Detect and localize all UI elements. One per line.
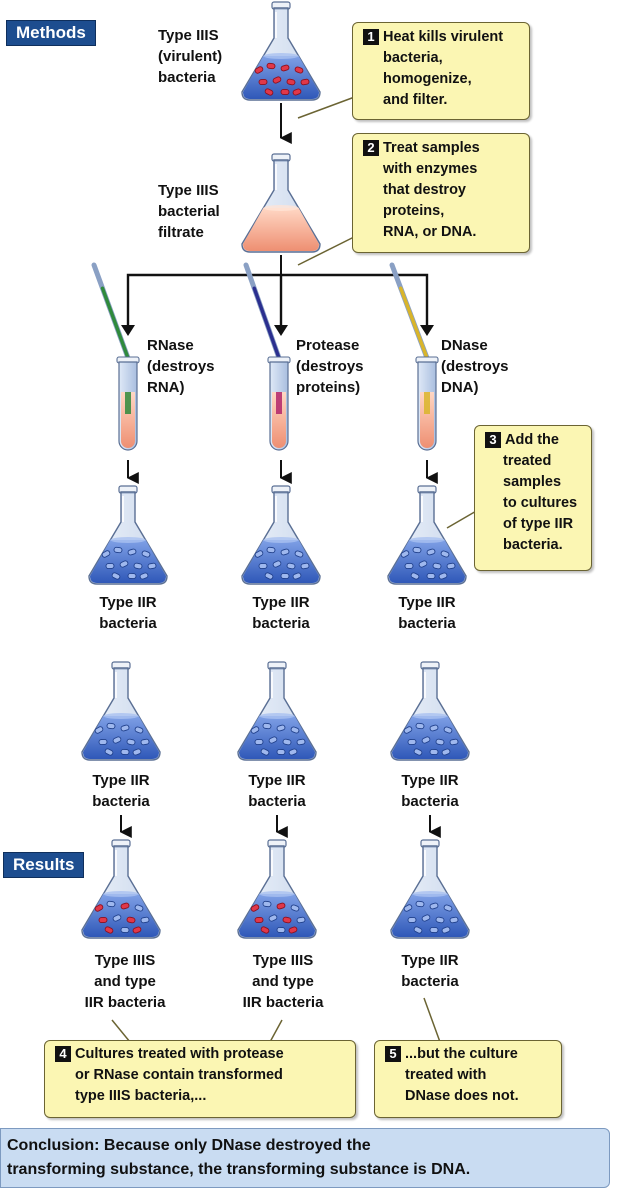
flask-row3-3 <box>390 839 470 939</box>
pipette-rnase <box>91 262 131 361</box>
note4-pointer-right <box>255 1019 283 1043</box>
split-arrow-heads <box>121 325 434 336</box>
note4-pointer-left <box>111 1019 148 1043</box>
flask-row1-3 <box>387 485 467 585</box>
conclusion-line-2: transforming substance, the transforming… <box>7 1161 471 1178</box>
results-label: Results <box>3 852 85 878</box>
flask-row1-2 <box>241 485 321 585</box>
flask-row3-2 <box>237 839 317 939</box>
flask-row2-2 <box>237 661 317 761</box>
flask-virulent <box>241 1 321 101</box>
flask-row1-1 <box>88 485 168 585</box>
virulent-bacteria-label: Type IIIS(virulent)bacteria <box>158 27 223 86</box>
flask-row3-1 <box>81 839 161 939</box>
pipette-protease <box>243 262 282 361</box>
note3-pointer <box>446 509 479 529</box>
methods-label: Methods <box>6 20 96 46</box>
flask-filtrate <box>241 153 321 253</box>
tube-rnase <box>116 356 140 451</box>
tube-dnase <box>415 356 439 451</box>
flask-row2-3 <box>390 661 470 761</box>
conclusion-line-1: Conclusion: Because only DNase destroyed… <box>7 1137 371 1154</box>
note1-pointer <box>297 94 361 119</box>
conclusion-box: Conclusion: Because only DNase destroyed… <box>0 1128 610 1188</box>
pipette-dnase <box>389 262 430 361</box>
note5-pointer <box>423 997 455 1043</box>
split-bracket <box>126 273 429 330</box>
note2-pointer <box>297 234 359 266</box>
flask-row2-1 <box>81 661 161 761</box>
tube-protease <box>267 356 291 451</box>
